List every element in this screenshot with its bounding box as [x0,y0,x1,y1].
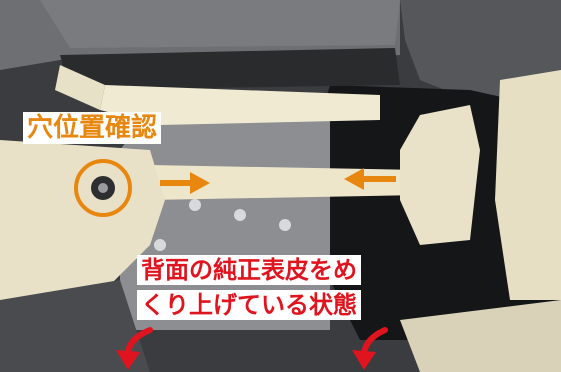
circle-marker-icon [74,159,132,217]
caption-line-1: 背面の純正表皮をめ [137,255,361,285]
caption-line-2: くり上げている状態 [137,290,361,320]
arrow-left-icon [344,168,396,190]
hole-check-label: 穴位置確認 [23,112,162,144]
arrow-right-icon [160,172,210,194]
